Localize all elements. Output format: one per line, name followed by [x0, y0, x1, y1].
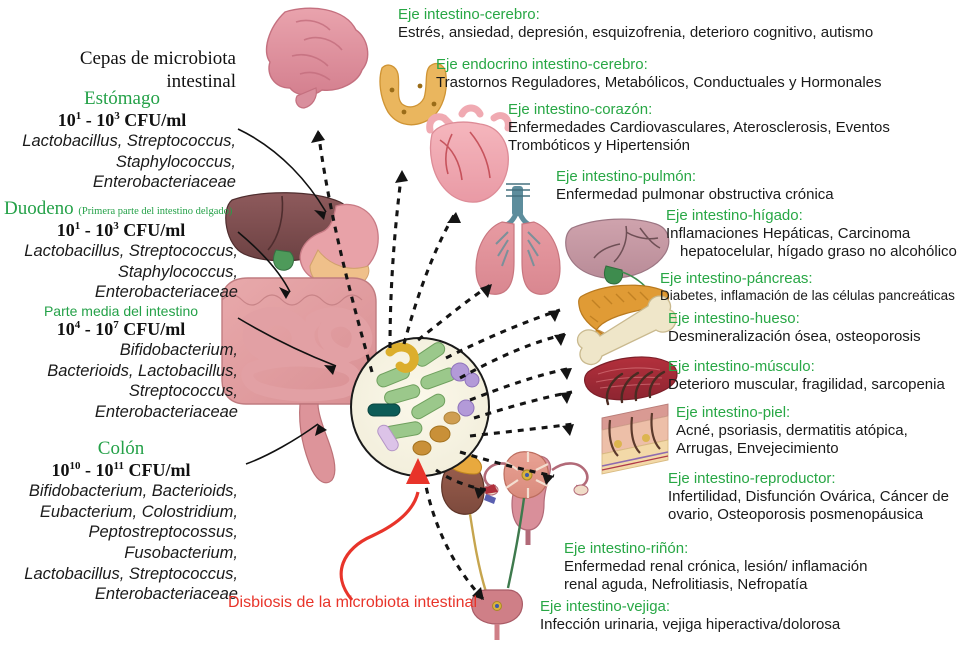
region-organ-label: Estómago — [84, 88, 160, 109]
strain-line: Lactobacillus, Streptococcus, — [22, 132, 236, 150]
axis-body: Trastornos Reguladores, Metabólicos, Con… — [436, 73, 882, 91]
axis-heading: Eje intestino-piel: — [676, 404, 791, 421]
page-title: Cepas de microbiota intestinal — [79, 48, 236, 92]
axis-label-cerebro: Eje intestino-cerebro: Estrés, ansiedad,… — [398, 6, 873, 42]
region-strains: Lactobacillus, Streptococcus, Staphyloco… — [4, 241, 238, 303]
region-duodeno: Duodeno (Primera parte del intestino del… — [4, 198, 238, 303]
axis-heading: Eje intestino-músculo: — [668, 358, 815, 375]
bladder-icon — [471, 589, 523, 640]
axis-label-rinon: Eje intestino-riñón: Enfermedad renal cr… — [564, 540, 868, 594]
strain-line: Bifidobacterium, — [119, 341, 238, 359]
axis-heading: Eje intestino-reproductor: — [668, 470, 836, 487]
axis-label-corazon: Eje intestino-corazón: Enfermedades Card… — [508, 101, 890, 155]
axis-label-pulmon: Eje intestino-pulmón: Enfermedad pulmona… — [556, 168, 834, 204]
axis-heading: Eje intestino-hueso: — [668, 310, 800, 327]
lungs-icon — [475, 183, 561, 295]
microbiota-circle-icon — [350, 337, 490, 477]
strain-line: Enterobacteriaceae — [94, 283, 238, 302]
region-cfu: 1010 - 1011 CFU/ml — [51, 460, 191, 480]
strain-line: Peptostreptocossus, — [88, 523, 239, 542]
axis-label-reproductor: Eje intestino-reproductor: Infertilidad,… — [668, 470, 949, 524]
region-cfu: 101 - 103 CFU/ml — [57, 110, 187, 130]
axis-heading: Eje intestino-corazón: — [508, 101, 653, 118]
axis-body: Trombóticos y Hipertensión — [508, 136, 691, 154]
muscle-icon — [584, 356, 678, 401]
bone-icon — [576, 295, 677, 366]
axis-body: ovario, Osteoporosis posmenopáusica — [668, 505, 924, 523]
kidney-icon — [441, 453, 498, 593]
digestive-system-icon — [221, 192, 379, 484]
axis-body: Inflamaciones Hepáticas, Carcinoma — [666, 224, 911, 242]
axis-heading: Eje intestino-hígado: — [666, 207, 803, 224]
region-organ-name: Duodeno — [4, 198, 74, 219]
strain-line: Bifidobacterium, Bacterioids, — [28, 482, 238, 500]
dysbiosis-arrow — [339, 458, 430, 602]
region-colon: Colón 1010 - 1011 CFU/ml Bifidobacterium… — [4, 438, 238, 605]
axis-body: Infección urinaria, vejiga hiperactiva/d… — [540, 615, 841, 633]
region-estomago: Estómago 101 - 103 CFU/ml Lactobacillus,… — [8, 88, 236, 193]
region-strains: Bifidobacterium, Bacterioids, Eubacteriu… — [4, 481, 238, 605]
strain-line: Lactobacillus, Streptococcus, — [24, 564, 238, 583]
region-organ-label: Colón — [97, 438, 145, 459]
axis-heading: Eje endocrino intestino-cerebro: — [436, 56, 648, 73]
uterus-icon — [483, 455, 589, 545]
axis-heading: Eje intestino-pulmón: — [556, 168, 697, 185]
axis-label-endocrino: Eje endocrino intestino-cerebro: Trastor… — [436, 56, 882, 92]
liver-icon — [565, 218, 670, 293]
pancreas-icon — [578, 284, 670, 354]
strain-line: Enterobacteriaceae — [94, 402, 238, 421]
region-parte-media: Parte media del intestino 104 - 107 CFU/… — [4, 303, 238, 423]
region-organ-label: Parte media del intestino — [43, 303, 199, 319]
axis-arrows — [311, 129, 575, 602]
axis-body: hepatocelular, hígado graso no alcohólic… — [680, 242, 957, 260]
dysbiosis-label: Disbiosis de la microbiota intestinal — [228, 594, 477, 611]
strain-line: Enterobacteriaceae — [94, 585, 238, 604]
strain-line: Lactobacillus, Streptococcus, — [24, 242, 238, 260]
heart-icon — [426, 104, 512, 203]
axis-heading: Eje intestino-páncreas: — [660, 270, 813, 287]
strain-line: Fusobacterium, — [124, 543, 238, 562]
strain-line: Staphylococcus, — [117, 262, 238, 281]
axis-body: Enfermedad renal crónica, lesión/ inflam… — [564, 557, 868, 575]
axis-body: Diabetes, inflamación de las células pan… — [660, 287, 955, 303]
kidney-section-icon — [503, 451, 549, 589]
axis-body: Desmineralización ósea, osteoporosis — [668, 327, 921, 345]
region-organ-label: Duodeno (Primera parte del intestino del… — [4, 198, 238, 220]
axis-body: Acné, psoriasis, dermatitis atópica, — [676, 421, 908, 439]
region-organ-note: (Primera parte del intestino delgado) — [78, 206, 233, 217]
axis-label-higado: Eje intestino-hígado: Inflamaciones Hepá… — [666, 207, 957, 261]
microbiota-pointer-lines — [237, 128, 337, 465]
strain-line: Eubacterium, Colostridium, — [39, 502, 238, 521]
axis-heading: Eje intestino-cerebro: — [398, 6, 540, 23]
axis-label-pancreas: Eje intestino-páncreas: Diabetes, inflam… — [660, 270, 955, 304]
axis-label-hueso: Eje intestino-hueso: Desmineralización ó… — [668, 310, 921, 346]
region-cfu: 104 - 107 CFU/ml — [56, 319, 186, 339]
axis-label-vejiga: Eje intestino-vejiga: Infección urinaria… — [540, 598, 840, 634]
axis-heading: Eje intestino-vejiga: — [540, 598, 671, 615]
brain-icon — [265, 7, 369, 109]
axis-body: Infertilidad, Disfunción Ovárica, Cáncer… — [668, 487, 949, 505]
axis-body: Arrugas, Envejecimiento — [676, 439, 839, 457]
axis-body: Estrés, ansiedad, depresión, esquizofren… — [398, 23, 874, 41]
axis-label-musculo: Eje intestino-músculo: Deterioro muscula… — [668, 358, 945, 394]
strain-line: Enterobacteriaceae — [92, 173, 236, 192]
axis-body: Enfermedad pulmonar obstructiva crónica — [556, 185, 834, 203]
axis-body: Deterioro muscular, fragilidad, sarcopen… — [668, 375, 945, 393]
axis-body: renal aguda, Nefrolitiasis, Nefropatía — [564, 575, 808, 593]
axis-body: Enfermedades Cardiovasculares, Ateroscle… — [508, 118, 890, 136]
strain-line: Staphylococcus, — [115, 152, 236, 171]
strain-line: Streptococcus, — [128, 382, 238, 401]
axis-label-piel: Eje intestino-piel: Acné, psoriasis, der… — [676, 404, 908, 458]
region-cfu: 101 - 103 CFU/ml — [56, 220, 186, 240]
region-strains: Lactobacillus, Streptococcus, Staphyloco… — [8, 131, 236, 193]
region-strains: Bifidobacterium, Bacterioids, Lactobacil… — [4, 340, 238, 423]
skin-icon — [601, 370, 669, 475]
axis-heading: Eje intestino-riñón: — [564, 540, 689, 557]
strain-line: Bacterioids, Lactobacillus, — [47, 361, 238, 380]
microbiota-panel: Cepas de microbiota intestinal — [8, 48, 236, 94]
